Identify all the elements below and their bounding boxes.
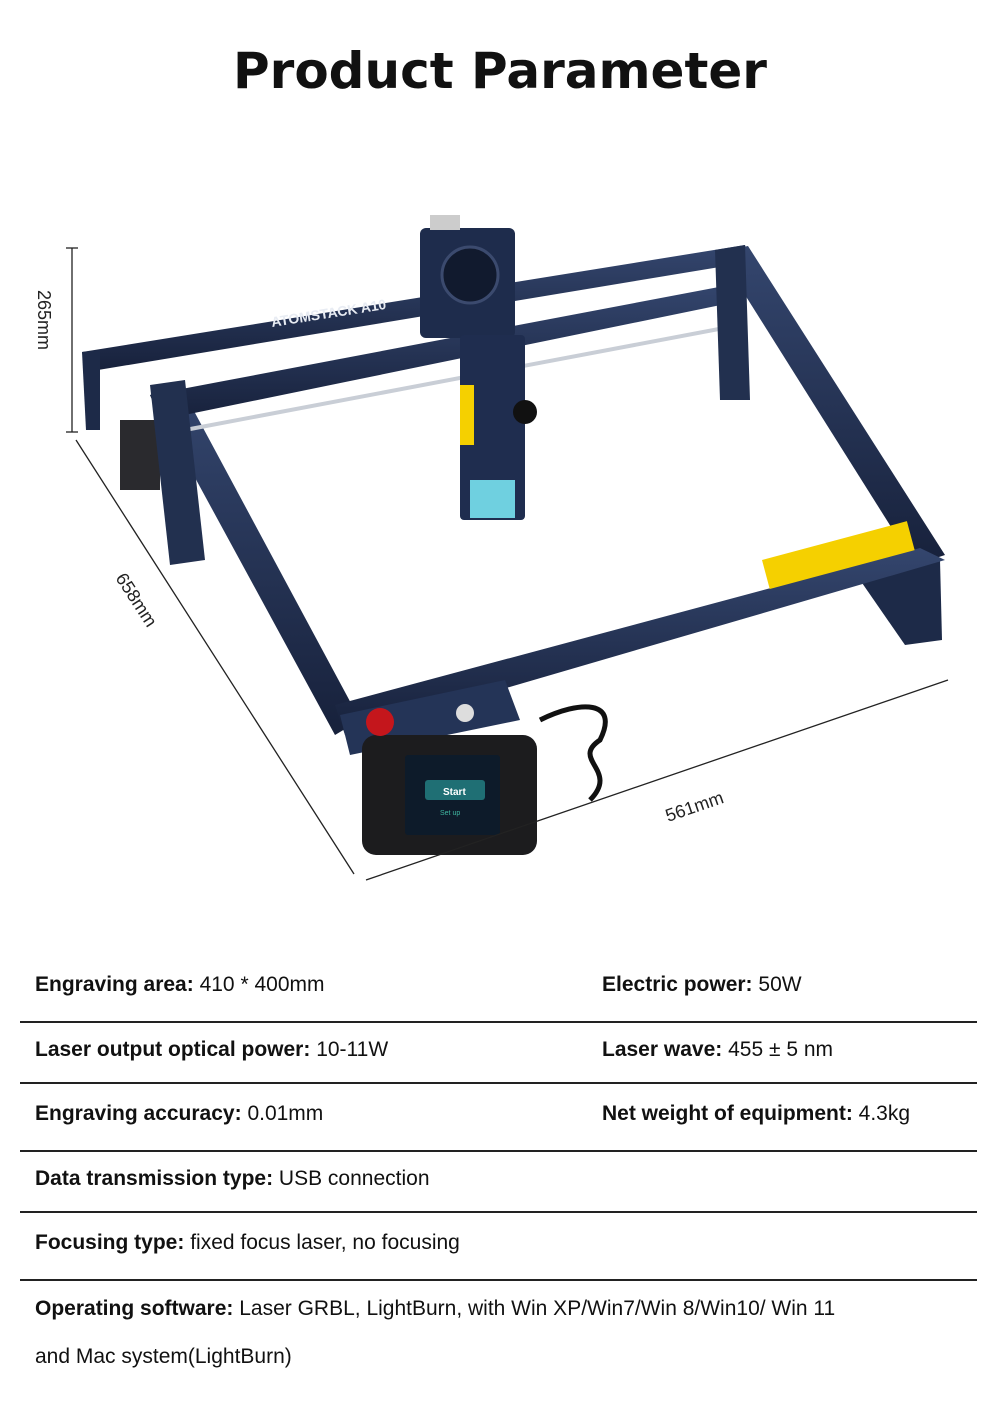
depth-dimension-label: 658mm [112,569,161,630]
divider [20,1150,977,1152]
spec-electric-power: Electric power: 50W [602,973,802,997]
width-dimension-line [365,679,949,881]
spec-value: 410 * 400mm [199,973,325,996]
spec-value: 10-11W [316,1038,389,1061]
spec-value: 455 ± 5 nm [728,1038,834,1061]
laser-engraver-illustration: ATOMSTACK A10 Start Set up 265mm 658mm 5… [34,215,949,881]
divider [20,1279,977,1281]
spec-label: Focusing type: [35,1231,185,1254]
spec-label: Operating software: [35,1297,234,1320]
spec-value: 50W [758,973,802,996]
spec-label: Data transmission type: [35,1167,274,1190]
spec-value: 4.3kg [858,1102,911,1125]
spec-focusing-type: Focusing type: fixed focus laser, no foc… [35,1231,460,1255]
divider [20,1021,977,1023]
spec-operating-software-cont: and Mac system(LightBurn) [35,1345,292,1369]
spec-label: Electric power: [602,973,753,996]
emergency-stop-icon [366,708,394,736]
spec-label: Net weight of equipment: [602,1102,853,1125]
gantry-rail [150,283,745,420]
spec-operating-software: Operating software: Laser GRBL, LightBur… [35,1297,835,1321]
laser-head [460,335,525,520]
spec-laser-wave: Laser wave: 455 ± 5 nm [602,1038,833,1062]
spec-laser-output-power: Laser output optical power: 10-11W [35,1038,388,1062]
right-rail [718,246,945,565]
spec-label: Laser wave: [602,1038,723,1061]
spec-label: Engraving area: [35,973,194,996]
spec-label: Laser output optical power: [35,1038,311,1061]
spec-value: 0.01mm [247,1102,324,1125]
spec-net-weight: Net weight of equipment: 4.3kg [602,1102,910,1126]
back-rail [82,245,750,372]
left-rail [150,385,360,735]
spec-value: USB connection [278,1167,430,1190]
page-title: Product Parameter [233,42,767,100]
depth-dimension-line [75,439,355,875]
divider [20,1211,977,1213]
spec-label: Engraving accuracy: [35,1102,242,1125]
spec-data-transmission: Data transmission type: USB connection [35,1167,430,1191]
spec-value: fixed focus laser, no focusing [190,1231,460,1254]
width-dimension-label: 561mm [663,787,726,825]
spec-value: and Mac system(LightBurn) [35,1345,292,1368]
screen-start-button: Start [443,787,466,798]
spec-value: Laser GRBL, LightBurn, with Win XP/Win7/… [239,1297,836,1320]
spec-engraving-area: Engraving area: 410 * 400mm [35,973,324,997]
spec-engraving-accuracy: Engraving accuracy: 0.01mm [35,1102,323,1126]
divider [20,1082,977,1084]
screen-setup-label: Set up [440,810,460,817]
warning-label [762,521,915,589]
height-dimension-label: 265mm [34,290,54,350]
